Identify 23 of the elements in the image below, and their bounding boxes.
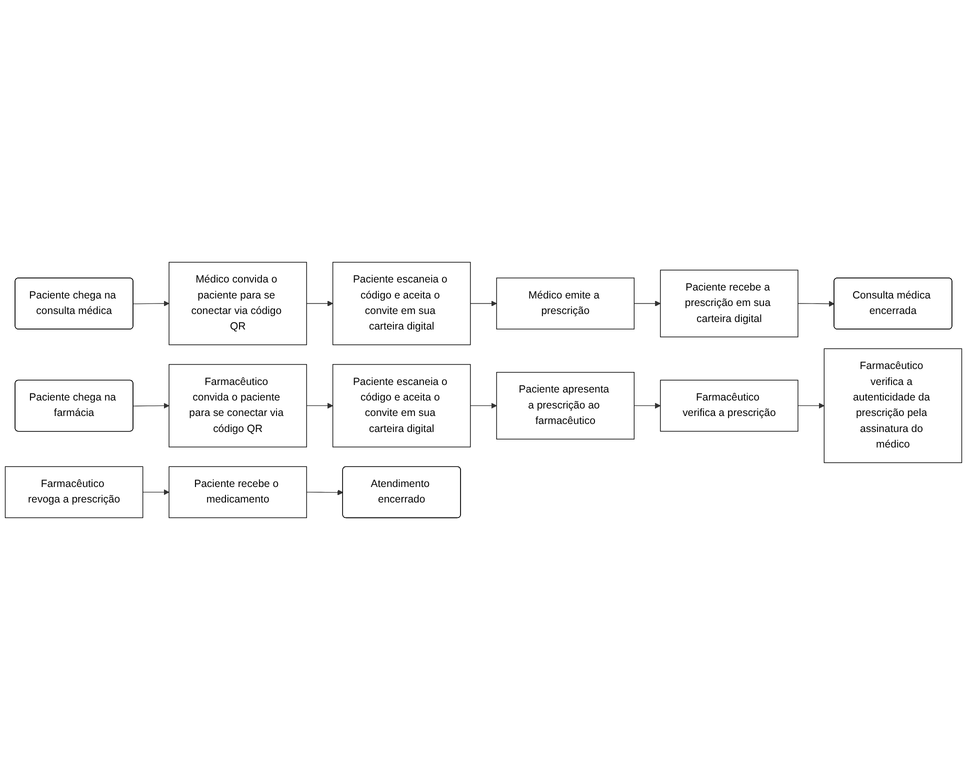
- arrow: [798, 300, 835, 307]
- arrow: [133, 402, 170, 409]
- node-box: Paciente escaneia o código e aceita o convite em sua carteira digital: [332, 364, 471, 448]
- node-box: Farmacêutico verifica a autenticidade da prescrição pela assinatura do médico: [824, 348, 962, 464]
- node-box: Médico emite a prescrição: [496, 278, 634, 330]
- node-box: Paciente apresenta a prescrição ao farmacêutico: [496, 372, 634, 440]
- arrow: [133, 300, 170, 306]
- node-box: Paciente recebe o medicamento: [168, 466, 307, 518]
- node-box: Médico convida o paciente para se conectar via código QR: [168, 262, 307, 346]
- arrow: [306, 490, 344, 496]
- arrow: [470, 300, 497, 306]
- node-box: Farmacêutico verifica a prescrição: [660, 380, 798, 432]
- node-box: Farmacêutico revoga a prescrição: [4, 466, 144, 518]
- arrow: [634, 402, 661, 409]
- arrow: [798, 402, 824, 409]
- arrow: [306, 300, 334, 306]
- node-box: Paciente recebe a prescrição em sua carteira digital: [660, 270, 798, 338]
- arrow: [142, 489, 170, 496]
- arrow: [634, 300, 661, 306]
- arrow: [306, 402, 334, 409]
- arrow: [470, 402, 497, 409]
- node-box: Paciente escaneia o código e aceita o convite em sua carteira digital: [332, 262, 471, 346]
- node-box: Farmacêutico convida o paciente para se conectar via código QR: [168, 364, 307, 448]
